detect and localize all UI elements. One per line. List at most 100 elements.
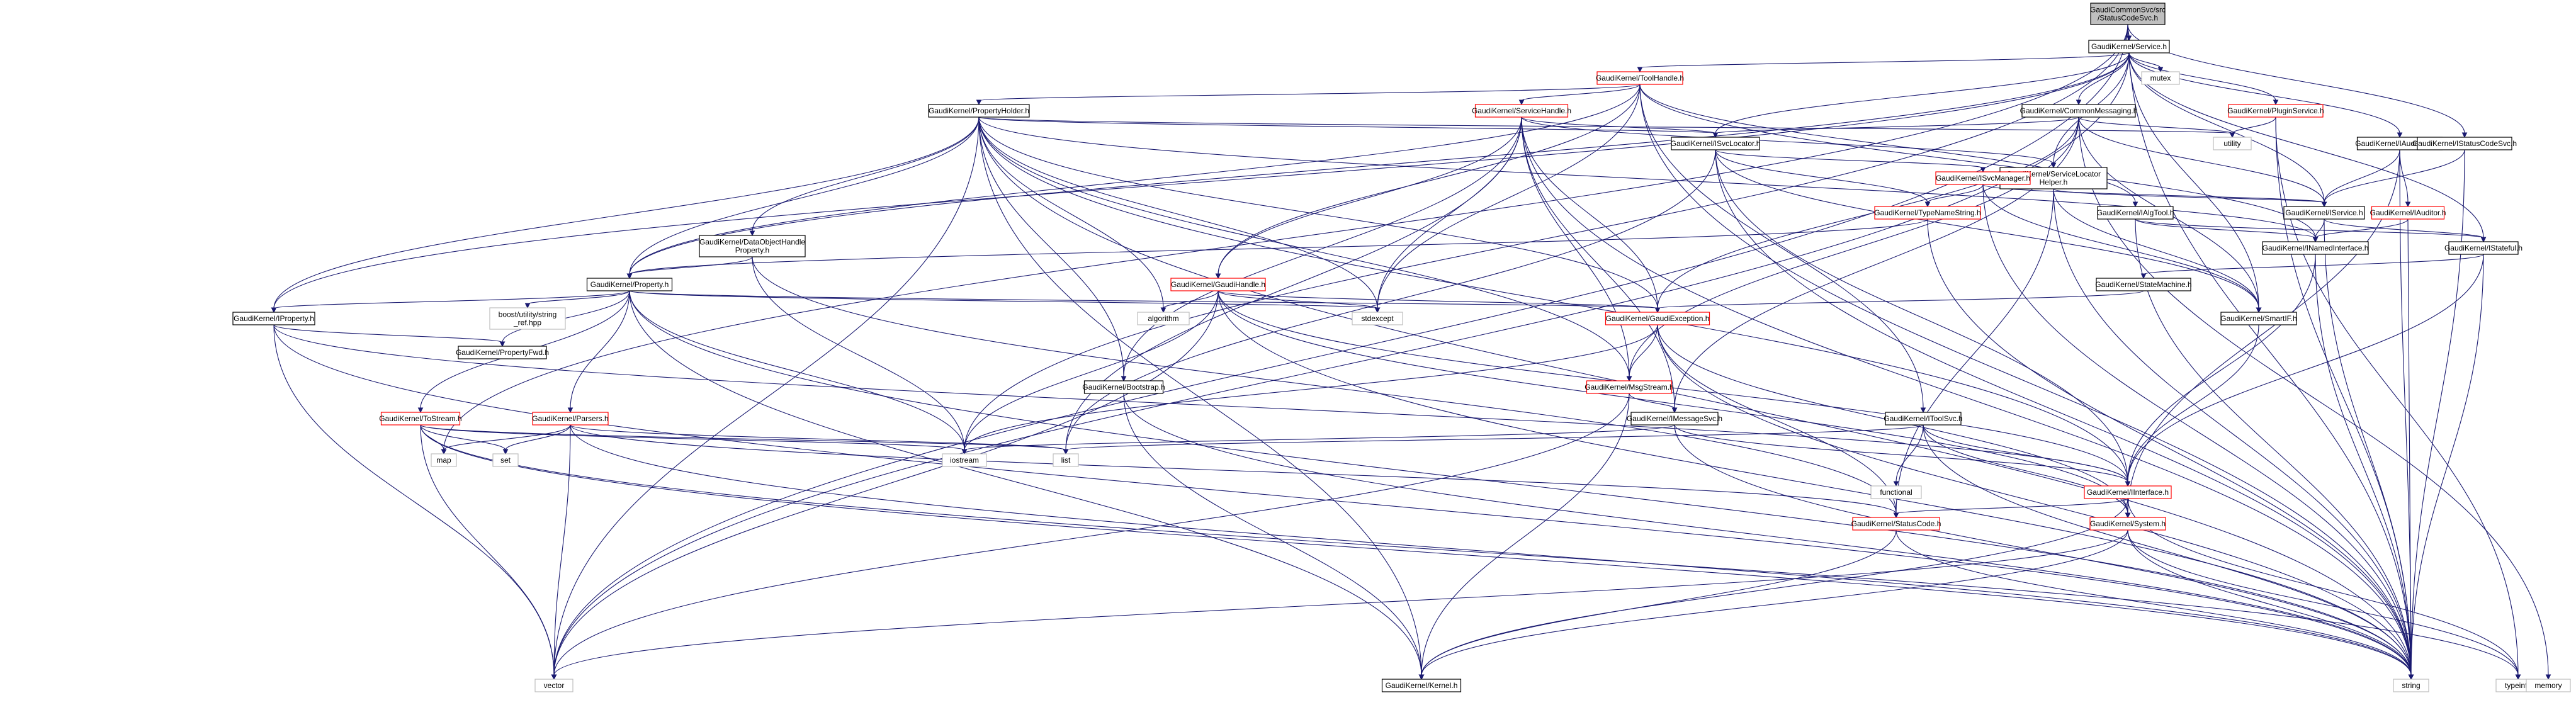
- edge-iproperty-to-vector: [273, 324, 555, 676]
- node-box-string[interactable]: [2393, 679, 2429, 692]
- node-isvcmanager[interactable]: GaudiKernel/ISvcManager.h: [1935, 171, 2031, 185]
- edge-property-to-iostream: [629, 290, 965, 451]
- node-stdexcept[interactable]: stdexcept: [1352, 312, 1403, 325]
- node-box-imessagesvc[interactable]: [1630, 412, 1719, 426]
- node-map[interactable]: map: [431, 453, 457, 467]
- node-servicehandle[interactable]: GaudiKernel/ServiceHandle.h: [1472, 104, 1571, 118]
- node-box-servicehandle[interactable]: [1474, 104, 1569, 118]
- node-propertyfwd[interactable]: GaudiKernel/PropertyFwd.h: [456, 346, 549, 359]
- node-box-iproperty[interactable]: [232, 312, 315, 325]
- node-box-toolhandle[interactable]: [1596, 71, 1683, 85]
- node-box-tostream[interactable]: [380, 412, 461, 426]
- node-box-list[interactable]: [1053, 453, 1079, 467]
- node-box-dataobjhandleprop[interactable]: [699, 235, 806, 257]
- node-box-service[interactable]: [2088, 40, 2170, 54]
- node-iproperty[interactable]: GaudiKernel/IProperty.h: [232, 312, 315, 325]
- node-ialgtool[interactable]: GaudiKernel/IAlgTool.h: [2097, 206, 2174, 220]
- node-mutex[interactable]: mutex: [2141, 71, 2180, 85]
- node-box-iostream[interactable]: [942, 453, 987, 467]
- node-toolhandle[interactable]: GaudiKernel/ToolHandle.h: [1596, 71, 1684, 85]
- node-statemachine[interactable]: GaudiKernel/StateMachine.h: [2095, 278, 2192, 291]
- node-utility[interactable]: utility: [2213, 137, 2252, 150]
- node-itoolsvc[interactable]: GaudiKernel/IToolSvc.h: [1884, 412, 1963, 426]
- node-inamedinterface[interactable]: GaudiKernel/INamedInterface.h: [2262, 241, 2369, 255]
- node-box-vector[interactable]: [534, 679, 573, 692]
- node-string[interactable]: string: [2393, 679, 2429, 692]
- node-box-iinterface[interactable]: [2084, 485, 2172, 499]
- node-iostream[interactable]: iostream: [942, 453, 987, 467]
- node-box-statuscode[interactable]: [1852, 517, 1940, 531]
- node-functional[interactable]: functional: [1870, 485, 1922, 499]
- node-memory[interactable]: memory: [2526, 679, 2571, 692]
- node-statuscode[interactable]: GaudiKernel/StatusCode.h: [1851, 517, 1941, 531]
- node-box-memory[interactable]: [2526, 679, 2571, 692]
- node-list[interactable]: list: [1053, 453, 1079, 467]
- node-box-property[interactable]: [586, 278, 673, 291]
- node-system[interactable]: GaudiKernel/System.h: [2089, 517, 2166, 531]
- node-box-map[interactable]: [431, 453, 457, 467]
- node-root[interactable]: GaudiCommonSvc/src/StatusCodeSvc.h: [2090, 3, 2166, 25]
- node-msgstream[interactable]: GaudiKernel/MsgStream.h: [1585, 380, 1674, 394]
- node-box-gaudihandle[interactable]: [1170, 278, 1266, 291]
- node-box-msgstream[interactable]: [1586, 380, 1673, 394]
- node-ismartif[interactable]: GaudiKernel/SmartIF.h: [2220, 312, 2297, 325]
- node-set[interactable]: set: [492, 453, 519, 467]
- edge-service-to-isvclocator: [1715, 52, 2130, 134]
- node-iauditor[interactable]: GaudiKernel/IAuditor.h: [2370, 206, 2446, 220]
- node-iinterface[interactable]: GaudiKernel/IInterface.h: [2084, 485, 2172, 499]
- node-vector[interactable]: vector: [534, 679, 573, 692]
- node-isvclocator[interactable]: GaudiKernel/ISvcLocator.h: [1671, 137, 1761, 150]
- node-kernel[interactable]: GaudiKernel/Kernel.h: [1381, 679, 1462, 692]
- node-box-istateful[interactable]: [2448, 241, 2519, 255]
- node-imessagesvc[interactable]: GaudiKernel/IMessageSvc.h: [1627, 412, 1722, 426]
- edge-tostream-to-vector: [420, 424, 555, 676]
- node-box-commonmessaging[interactable]: [2021, 104, 2136, 118]
- node-istatuscodesvc[interactable]: GaudiKernel/IStatusCodeSvc.h: [2412, 137, 2517, 150]
- node-box-itoolsvc[interactable]: [1885, 412, 1962, 426]
- node-box-istatuscodesvc[interactable]: [2417, 137, 2512, 150]
- node-box-root[interactable]: [2090, 3, 2166, 25]
- node-bootstrap[interactable]: GaudiKernel/Bootstrap.h: [1082, 380, 1165, 394]
- node-istateful[interactable]: GaudiKernel/IStateful.h: [2444, 241, 2522, 255]
- node-box-stdexcept[interactable]: [1352, 312, 1403, 325]
- node-typenamestring[interactable]: GaudiKernel/TypeNameString.h: [1874, 206, 1981, 220]
- node-box-system[interactable]: [2089, 517, 2166, 531]
- node-box-inamedinterface[interactable]: [2262, 241, 2369, 255]
- node-box-boostref[interactable]: [489, 307, 566, 330]
- node-propertyholder[interactable]: GaudiKernel/PropertyHolder.h: [928, 104, 1030, 118]
- node-boostref[interactable]: boost/utility/string_ref.hpp: [489, 307, 566, 330]
- node-box-propertyfwd[interactable]: [458, 346, 547, 359]
- node-box-propertyholder[interactable]: [928, 104, 1030, 118]
- node-box-set[interactable]: [492, 453, 519, 467]
- node-label-itoolsvc: GaudiKernel/IToolSvc.h: [1884, 414, 1962, 423]
- node-box-iservice[interactable]: [2283, 206, 2365, 220]
- node-property[interactable]: GaudiKernel/Property.h: [586, 278, 673, 291]
- node-gaudihandle[interactable]: GaudiKernel/GaudiHandle.h: [1170, 278, 1266, 291]
- node-box-bootstrap[interactable]: [1083, 380, 1164, 394]
- node-box-typenamestring[interactable]: [1874, 206, 1981, 220]
- node-box-pluginservice[interactable]: [2228, 104, 2324, 118]
- node-box-ismartif[interactable]: [2220, 312, 2297, 325]
- node-box-functional[interactable]: [1870, 485, 1922, 499]
- node-box-isvclocator[interactable]: [1671, 137, 1760, 150]
- node-box-gaudiexception[interactable]: [1605, 312, 1710, 325]
- node-box-parsers[interactable]: [532, 412, 609, 426]
- node-gaudiexception[interactable]: GaudiKernel/GaudiException.h: [1605, 312, 1710, 325]
- node-box-iauditor[interactable]: [2371, 206, 2445, 220]
- edge-inamedinterface-to-iinterface: [2127, 254, 2316, 483]
- node-algorithm[interactable]: algorithm: [1137, 312, 1190, 325]
- node-service[interactable]: GaudiKernel/Service.h: [2088, 40, 2170, 54]
- node-tostream[interactable]: GaudiKernel/ToStream.h: [379, 412, 462, 426]
- node-commonmessaging[interactable]: GaudiKernel/CommonMessaging.h: [2020, 104, 2138, 118]
- node-box-utility[interactable]: [2213, 137, 2252, 150]
- node-box-ialgtool[interactable]: [2097, 206, 2174, 220]
- node-box-mutex[interactable]: [2141, 71, 2180, 85]
- node-parsers[interactable]: GaudiKernel/Parsers.h: [532, 412, 609, 426]
- node-pluginservice[interactable]: GaudiKernel/PluginService.h: [2227, 104, 2324, 118]
- node-box-statemachine[interactable]: [2096, 278, 2191, 291]
- node-box-algorithm[interactable]: [1137, 312, 1190, 325]
- node-box-kernel[interactable]: [1381, 679, 1462, 692]
- node-box-isvcmanager[interactable]: [1935, 171, 2031, 185]
- node-iservice[interactable]: GaudiKernel/IService.h: [2283, 206, 2365, 220]
